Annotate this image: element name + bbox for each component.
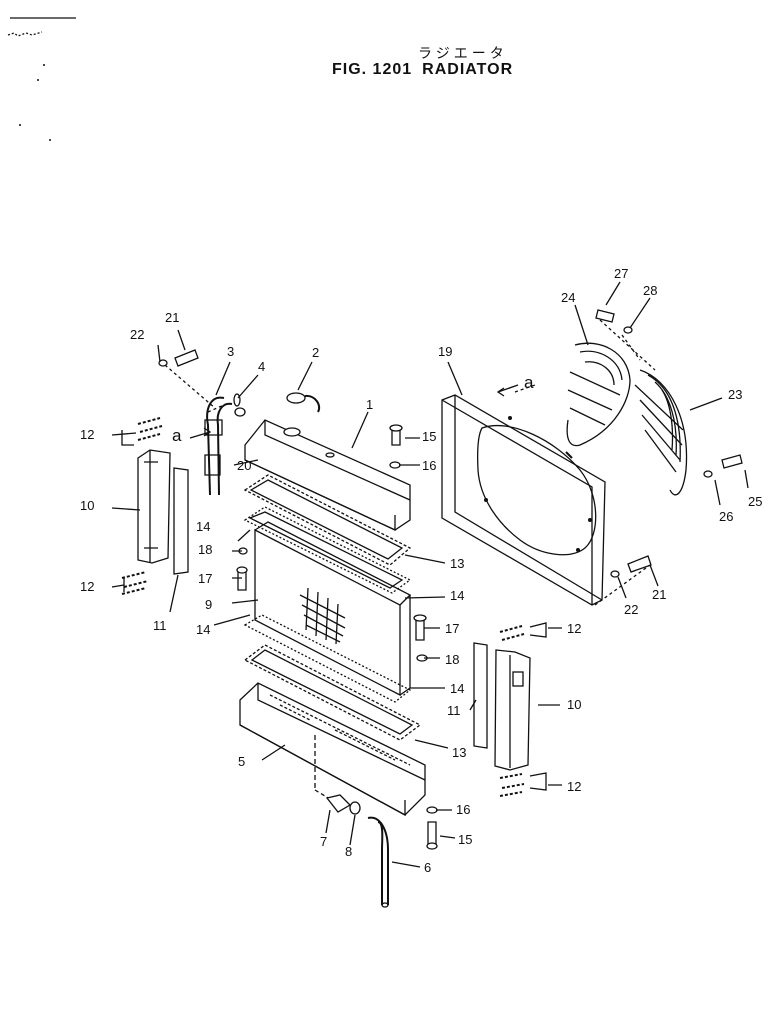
callout-23: 23 — [728, 387, 742, 402]
radiator-cap — [283, 392, 321, 437]
left-side-support — [137, 449, 189, 575]
view-marker-a-right: a — [524, 373, 534, 392]
callout-16-b: 16 — [456, 802, 470, 817]
lower-tank — [239, 682, 426, 817]
callout-10-left: 10 — [80, 498, 94, 513]
drain-hose — [367, 816, 389, 908]
core-mesh — [299, 587, 346, 645]
callout-2: 2 — [312, 345, 319, 360]
radiator-core — [254, 521, 412, 697]
upper-tank — [244, 419, 411, 532]
callout-14-a: 14 — [196, 519, 210, 534]
seal-plates — [243, 506, 412, 594]
upper-water-pipe — [204, 393, 246, 496]
callout-3: 3 — [227, 344, 234, 359]
callout-18-a: 18 — [198, 542, 212, 557]
callout-26: 26 — [719, 509, 733, 524]
view-arrow-left — [189, 427, 212, 439]
callout-18-b: 18 — [445, 652, 459, 667]
callout-22-a: 22 — [130, 327, 144, 342]
callout-7: 7 — [320, 834, 327, 849]
callout-12-c: 12 — [567, 621, 581, 636]
callout-8: 8 — [345, 844, 352, 859]
callout-6: 6 — [424, 860, 431, 875]
callout-13-a: 13 — [450, 556, 464, 571]
callout-labels: 1 2 3 4 5 6 7 8 9 10 10 11 11 12 12 12 1… — [80, 266, 762, 875]
callout-11-right: 11 — [447, 703, 461, 718]
callout-4: 4 — [258, 359, 265, 374]
callout-20: 20 — [237, 458, 251, 473]
callout-21-b: 21 — [652, 587, 666, 602]
scan-marks — [7, 17, 76, 141]
figure-title-japanese: ラジエータ — [418, 46, 508, 62]
callout-5: 5 — [238, 754, 245, 769]
callout-19: 19 — [438, 344, 452, 359]
callout-1: 1 — [366, 397, 373, 412]
callout-24: 24 — [561, 290, 575, 305]
figure-name: RADIATOR — [422, 61, 514, 78]
callout-15-b: 15 — [458, 832, 472, 847]
leader-lines — [111, 281, 749, 868]
callout-12-b: 12 — [80, 579, 94, 594]
callout-14-d: 14 — [450, 681, 464, 696]
callout-12-d: 12 — [567, 779, 581, 794]
callout-15-a: 15 — [422, 429, 436, 444]
callout-27: 27 — [614, 266, 628, 281]
callout-12-a: 12 — [80, 427, 94, 442]
callout-10-right: 10 — [567, 697, 581, 712]
fan-shroud — [441, 394, 606, 606]
right-side-support — [473, 642, 531, 771]
callout-25: 25 — [748, 494, 762, 509]
callout-14-b: 14 — [450, 588, 464, 603]
view-marker-a-left: a — [172, 426, 182, 445]
gasket-upper — [243, 474, 412, 566]
fasteners — [158, 309, 743, 850]
callout-9: 9 — [205, 597, 212, 612]
view-arrow-right — [496, 384, 519, 397]
callout-16-a: 16 — [422, 458, 436, 473]
callout-21-a: 21 — [165, 310, 179, 325]
callout-11-left: 11 — [153, 618, 167, 633]
callout-28: 28 — [643, 283, 657, 298]
figure-title: FIG. 1201 RADIATOR — [332, 61, 523, 79]
spring-clips — [121, 417, 525, 797]
seal-plates-lower — [243, 614, 422, 741]
drain-elbow — [325, 794, 361, 815]
callout-14-c: 14 — [196, 622, 210, 637]
fan-guard — [566, 342, 688, 496]
callout-22-b: 22 — [624, 602, 638, 617]
callout-13-b: 13 — [452, 745, 466, 760]
callout-17-b: 17 — [445, 621, 459, 636]
figure-number: FIG. 1201 — [332, 61, 413, 78]
callout-17-a: 17 — [198, 571, 212, 586]
